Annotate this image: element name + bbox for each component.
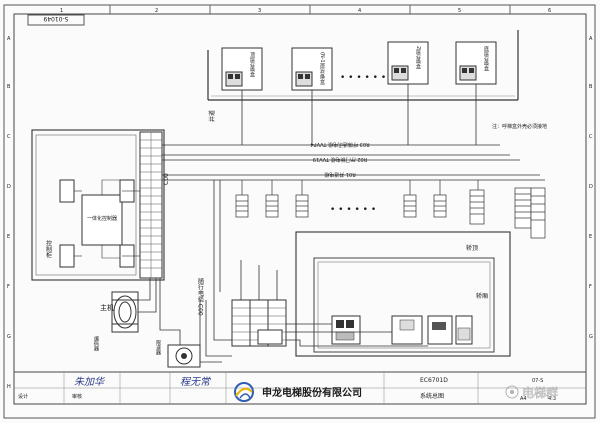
grid-row-b-right: B bbox=[589, 84, 593, 90]
motor-label: 主机 bbox=[100, 303, 114, 312]
grid-rows: A B C D E F G H A B C D E F G bbox=[7, 36, 593, 390]
hall-box-top: 顶层召唤盒 bbox=[221, 47, 263, 91]
drawing-code-bottom: 07-S bbox=[532, 378, 543, 384]
page-label: A4 bbox=[520, 396, 527, 402]
hall-box-n1-label: (N-1)层召唤盒 bbox=[319, 52, 325, 85]
sheet-number: 4:3 bbox=[548, 396, 556, 402]
watermark: 电梯群 bbox=[505, 385, 558, 400]
ground-note: 注：呼梯盒外壳必须接地 bbox=[492, 123, 547, 130]
hall-box-ellipsis: • • • • • • bbox=[340, 73, 386, 83]
speed-governor: 限速器 bbox=[155, 339, 201, 368]
controller-label: 一体化控制器 bbox=[87, 215, 117, 222]
hall-box-n1: (N-1)层召唤盒 bbox=[291, 47, 333, 91]
hall-drops bbox=[241, 84, 477, 145]
outer-frame bbox=[3, 4, 596, 419]
grid-col-5: 5 bbox=[458, 8, 461, 14]
grid-row-c-right: C bbox=[589, 134, 593, 140]
grid-row-f: F bbox=[7, 284, 10, 290]
grid-col-2: 2 bbox=[155, 8, 158, 14]
doc-number: EC6701D bbox=[420, 377, 448, 384]
co0-label: C00 bbox=[163, 173, 170, 185]
signer-2: 程无常 bbox=[180, 376, 211, 388]
door-lock-connectors bbox=[235, 180, 546, 239]
grid-col-3: 3 bbox=[258, 8, 261, 14]
grid-row-g-right: G bbox=[589, 334, 593, 340]
grid-row-c: C bbox=[7, 134, 11, 140]
grid-row-d-right: D bbox=[589, 184, 593, 190]
drawing-title: 系统总图 bbox=[420, 392, 444, 400]
car-label: 轿厢 bbox=[476, 292, 488, 300]
shaft-outline bbox=[207, 30, 519, 101]
machine-wiring bbox=[138, 278, 232, 363]
title-row-label-2: 审核 bbox=[72, 393, 82, 400]
grid-row-g: G bbox=[7, 334, 11, 340]
inner-frame bbox=[13, 13, 587, 405]
watermark-text: 电梯群 bbox=[522, 386, 558, 400]
grid-row-d: D bbox=[7, 184, 11, 190]
grid-row-h: H bbox=[7, 384, 11, 390]
car: 轿厢 轿顶 bbox=[295, 231, 511, 357]
hall-box-bottom: 底层召唤盒 bbox=[455, 41, 497, 85]
traction-machine: 主机 编码器 bbox=[93, 291, 139, 352]
grid-row-e-right: E bbox=[589, 234, 592, 240]
code-box-top bbox=[27, 14, 85, 26]
company-name: 申龙电梯股份有限公司 bbox=[262, 386, 362, 399]
encoder-label: 编码器 bbox=[93, 335, 99, 352]
title-row-label-1: 设计 bbox=[18, 393, 28, 400]
drawing-code-top: S-01049 bbox=[43, 15, 68, 22]
cable-r02-label: R02 厅门锁电缆 TVV19 bbox=[313, 156, 367, 163]
cable-r03-label: R03 呼梯通讯电缆 TVVP4 bbox=[310, 141, 369, 148]
grid-row-a-right: A bbox=[589, 36, 593, 42]
grid-col-6: 6 bbox=[548, 8, 551, 14]
grid-row-a: A bbox=[7, 36, 11, 42]
control-cabinet: 一体化控制器 控制柜 bbox=[31, 129, 165, 281]
signer-1: 朱加华 bbox=[74, 376, 105, 388]
connector-ellipsis: • • • • • • bbox=[330, 205, 376, 215]
travel-cable bbox=[213, 180, 232, 341]
hall-box-bottom-label: 底层召唤盒 bbox=[483, 45, 489, 71]
company-logo-icon bbox=[234, 382, 254, 402]
travel-cable-label: 随行电缆 C00 bbox=[197, 277, 204, 316]
bus-lines bbox=[162, 144, 545, 181]
hall-call-boxes: 顶层召唤盒 (N-1)层召唤盒 • • • • • • 2层召唤盒 底层召唤盒 bbox=[221, 41, 497, 91]
grid-col-4: 4 bbox=[358, 8, 361, 14]
hall-box-2-label: 2层召唤盒 bbox=[415, 46, 421, 70]
hall-box-top-label: 顶层召唤盒 bbox=[249, 52, 255, 77]
governor-label: 限速器 bbox=[155, 339, 161, 356]
car-terminal-blocks bbox=[231, 260, 428, 347]
shaft-label: 井道 bbox=[208, 110, 216, 122]
car-top-label: 轿顶 bbox=[466, 244, 478, 252]
grid-columns-top: 1 2 3 4 5 6 bbox=[60, 5, 551, 14]
grid-row-f-right: F bbox=[589, 284, 592, 290]
cable-r01-label: R01 井道电缆 bbox=[324, 171, 355, 178]
control-cabinet-label: 控制柜 bbox=[45, 239, 52, 259]
grid-row-b: B bbox=[7, 84, 11, 90]
grid-col-1: 1 bbox=[60, 8, 63, 14]
hall-box-2: 2层召唤盒 bbox=[387, 41, 429, 85]
grid-row-e: E bbox=[7, 234, 10, 240]
title-block: 设计 审核 朱加华 程无常 申龙电梯股份有限公司 EC6701D 系统总图 07… bbox=[14, 371, 586, 404]
